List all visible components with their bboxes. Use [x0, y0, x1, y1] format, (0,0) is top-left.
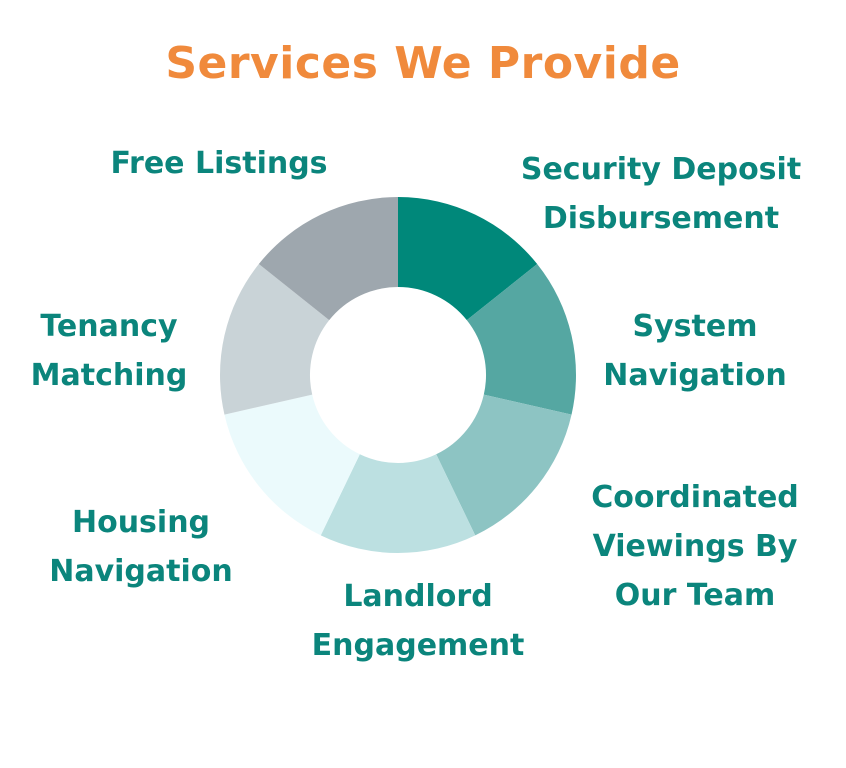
label-housing-navigation-line-2: Navigation — [49, 554, 233, 589]
donut-segment-security-deposit-disbursement — [398, 197, 538, 321]
label-system-navigation-line-2: Navigation — [603, 358, 787, 393]
label-security-deposit: Security Deposit Disbursement — [521, 145, 801, 243]
label-free-listings-line-1: Free Listings — [110, 146, 328, 181]
label-landlord-engagement-line-1: Landlord — [343, 579, 493, 614]
label-system-navigation: System Navigation — [603, 302, 787, 400]
label-landlord-engagement: Landlord Engagement — [312, 572, 525, 670]
label-landlord-engagement-line-2: Engagement — [311, 628, 525, 663]
donut-segment-system-navigation — [466, 264, 576, 415]
label-coordinated-viewings-line-1: Coordinated — [591, 480, 799, 515]
label-tenancy-matching-line-1: Tenancy — [40, 309, 178, 344]
label-security-deposit-line-1: Security Deposit — [520, 152, 802, 187]
label-tenancy-matching-line-2: Matching — [30, 358, 188, 393]
donut-segment-free-listings — [258, 197, 398, 321]
label-coordinated-viewings: Coordinated Viewings By Our Team — [591, 473, 799, 620]
donut-segment-coordinated-viewings-by-our-team — [436, 394, 572, 536]
page-title: Services We Provide — [165, 38, 681, 89]
label-housing-navigation: Housing Navigation — [49, 498, 233, 596]
label-coordinated-viewings-line-2: Viewings By — [592, 529, 798, 564]
label-housing-navigation-line-1: Housing — [71, 505, 211, 540]
label-security-deposit-line-2: Disbursement — [542, 201, 780, 236]
donut-segment-landlord-engagement — [320, 454, 476, 553]
donut-segment-tenancy-matching — [220, 264, 330, 415]
label-coordinated-viewings-line-3: Our Team — [614, 578, 776, 613]
label-tenancy-matching: Tenancy Matching — [31, 302, 188, 400]
donut-segment-housing-navigation — [224, 394, 360, 536]
label-system-navigation-line-1: System — [632, 309, 758, 344]
label-free-listings: Free Listings — [110, 139, 327, 188]
